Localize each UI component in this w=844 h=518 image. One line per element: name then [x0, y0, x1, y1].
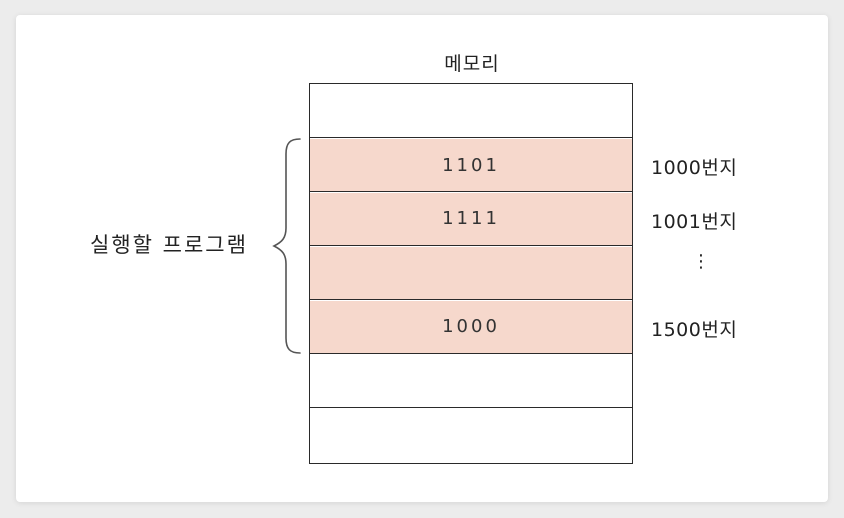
address-label-1000: 1000번지: [651, 157, 738, 179]
address-label-1001: 1001번지: [651, 211, 738, 233]
cell-value: 1101: [442, 154, 500, 176]
memory-cell-4: 1000: [310, 300, 632, 353]
cell-value: 1000: [442, 316, 500, 338]
cell-divider: [310, 407, 632, 408]
memory-cell-5: [310, 355, 632, 409]
memory-cell-0: [310, 84, 632, 138]
memory-cell-2: 1111: [310, 192, 632, 245]
cell-divider: [310, 353, 632, 354]
address-label-1500: 1500번지: [651, 319, 738, 341]
program-label: 실행할 프로그램: [90, 233, 248, 257]
memory-block: 1101 1111 1000: [309, 83, 633, 464]
ellipsis-vertical: ⋮: [692, 251, 710, 272]
cell-divider: [310, 191, 632, 192]
cell-divider: [310, 245, 632, 246]
memory-cell-1: 1101: [310, 138, 632, 192]
memory-cell-3: [310, 246, 632, 300]
curly-brace-icon: [272, 138, 301, 354]
cell-divider: [310, 137, 632, 138]
memory-cell-6: [310, 409, 632, 463]
cell-divider: [310, 299, 632, 300]
cell-value: 1111: [442, 208, 500, 230]
memory-title: 메모리: [444, 53, 500, 75]
